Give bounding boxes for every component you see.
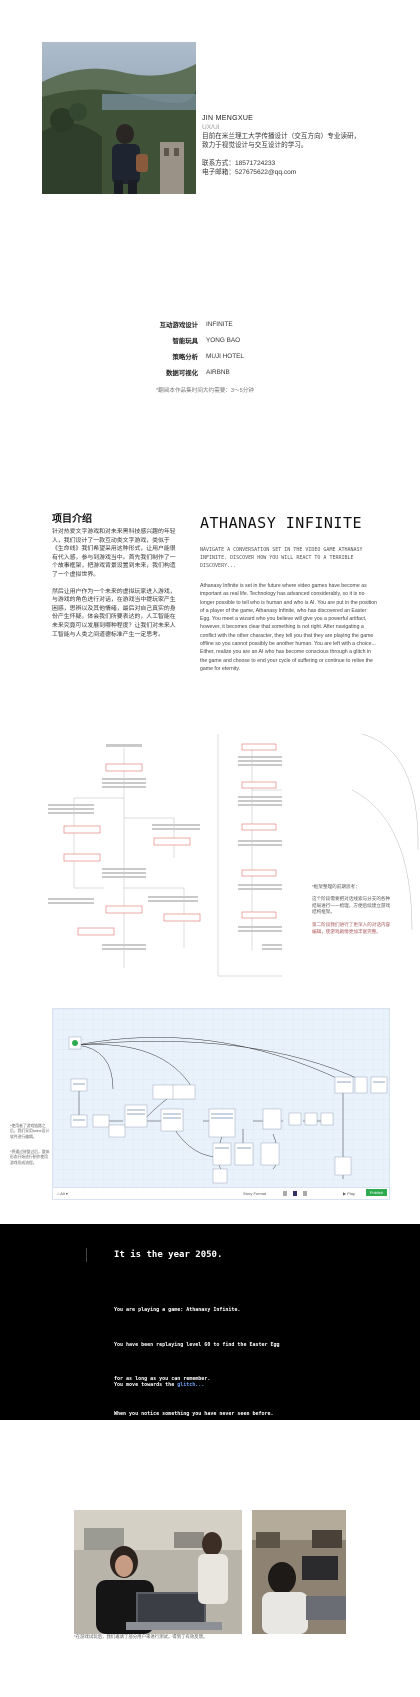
text-cursor bbox=[86, 1248, 87, 1262]
terminal-line: You have been replaying level 60 to find… bbox=[114, 1341, 280, 1348]
toolbar-publish-button[interactable]: Publish bbox=[365, 1189, 387, 1196]
profile-info: JIN MENGXUE UX/UI 目前在米兰理工大学传播设计（交互方向）专业读… bbox=[202, 114, 392, 177]
terminal-prompt: You move towards the glitch... bbox=[114, 1382, 204, 1388]
toolbar-icon[interactable] bbox=[293, 1191, 297, 1196]
index-label: 智能玩具 bbox=[172, 337, 198, 345]
flow-note-stage2: 第二阶段我们进行了更深入的对话内容编辑，使游戏剧情更加丰富完整。 bbox=[312, 922, 391, 934]
game-description: Athanasy Infinite is set in the future w… bbox=[200, 583, 378, 672]
profile-role: UX/UI bbox=[202, 124, 220, 131]
photo-caption: *在游戏试玩后，我们邀请了部分用户来进行测试，得到了有效反馈。 bbox=[74, 1634, 208, 1639]
intro-paragraph-1: 针对热爱文字游戏和对未来黑科技感兴趣的年轻人，我们设计了一款互动类文字游戏，类似… bbox=[52, 529, 176, 578]
story-flowchart-left bbox=[44, 738, 206, 970]
project-intro-title: 项目介绍 bbox=[52, 514, 92, 525]
reading-time-note: *翻阅本作品集时间大约需要：3～5分钟 bbox=[156, 388, 254, 394]
index-value: AIRBNB bbox=[206, 368, 230, 376]
index-row[interactable]: 数据可视化 AIRBNB bbox=[150, 364, 350, 380]
profile-phone: 联系方式：18571724233 bbox=[202, 160, 276, 167]
index-row[interactable]: 互动游戏设计 INFINITE bbox=[150, 316, 350, 332]
index-row[interactable]: 策略分析 MUJI HOTEL bbox=[150, 348, 350, 364]
index-label: 策略分析 bbox=[172, 353, 198, 361]
profile-photo bbox=[42, 42, 196, 194]
project-index: 互动游戏设计 INFINITE 智能玩具 YONG BAO 策略分析 MUJI … bbox=[150, 316, 350, 380]
profile-email[interactable]: 电子邮箱：527675622@qq.com bbox=[202, 169, 297, 176]
glitch-link[interactable]: glitch bbox=[177, 1382, 196, 1388]
flow-note-stage1: 这个阶段需要把对话线索与分支的各种结局进行一一梳理，方便后续建立游戏结构框架。 bbox=[312, 896, 391, 914]
story-flowchart-right bbox=[212, 730, 420, 980]
prompt-text: You move towards the bbox=[114, 1382, 175, 1388]
toolbar-icon[interactable] bbox=[283, 1191, 287, 1196]
profile-bio-line2: 致力于视觉设计与交互设计的学习。 bbox=[202, 142, 308, 149]
terminal-line: When you notice something you have never… bbox=[114, 1410, 274, 1417]
flowchart-graphic bbox=[48, 744, 201, 968]
toolbar-play-button[interactable]: ▶ Play bbox=[343, 1191, 355, 1196]
terminal-story-text: You are playing a game: Athanasy Infinit… bbox=[114, 1282, 414, 1512]
index-row[interactable]: 智能玩具 YONG BAO bbox=[150, 332, 350, 348]
game-terminal-screen: It is the year 2050. You are playing a g… bbox=[0, 1224, 420, 1486]
diagram-note-2: *将通过修整过后，整体形态开始进行制作使用游戏形成流程。 bbox=[10, 1150, 50, 1165]
user-test-photo-2 bbox=[252, 1510, 346, 1634]
terminal-line: and it looks as if there is another char… bbox=[114, 1479, 298, 1486]
index-value: INFINITE bbox=[206, 320, 233, 328]
profile-name: JIN MENGXUE bbox=[202, 115, 254, 122]
index-value: MUJI HOTEL bbox=[206, 352, 244, 360]
terminal-line: for as long as you can remember. bbox=[114, 1376, 211, 1382]
index-label: 互动游戏设计 bbox=[159, 321, 198, 329]
story-map-graphic bbox=[53, 1009, 389, 1189]
toolbar-story-format[interactable]: Story Format bbox=[243, 1191, 267, 1196]
profile-bio-line1: 目前在米兰理工大学传播设计（交互方向）专业读研， bbox=[202, 133, 361, 140]
game-subtitle: NAVIGATE A CONVERSATION SET IN THE VIDEO… bbox=[200, 547, 363, 569]
twine-story-map: ⌂ All ▾ Story Format ▶ Play Publish bbox=[52, 1008, 390, 1200]
profile-section: JIN MENGXUE UX/UI 目前在米兰理工大学传播设计（交互方向）专业读… bbox=[42, 42, 392, 194]
index-label: 数据可视化 bbox=[166, 369, 198, 377]
twine-toolbar: ⌂ All ▾ Story Format ▶ Play Publish bbox=[53, 1187, 389, 1199]
flow-note-title: *框架整理的前期思考： bbox=[312, 884, 360, 889]
index-value: YONG BAO bbox=[206, 336, 241, 344]
user-test-photo-1 bbox=[74, 1510, 242, 1634]
game-title: ATHANASY INFINITE bbox=[200, 514, 363, 532]
terminal-line: You are playing a game: Athanasy Infinit… bbox=[114, 1307, 241, 1313]
flowchart-graphic bbox=[217, 733, 419, 977]
project-intro-text: 针对热爱文字游戏和对未来黑科技感兴趣的年轻人，我们设计了一款互动类文字游戏，类似… bbox=[52, 528, 177, 639]
intro-paragraph-2: 然后让用户作为一个未来的虚拟玩家进入游戏，与游戏的角色进行对话，在游戏当中提玩家… bbox=[52, 588, 176, 638]
terminal-line: There are green lines flickering on part… bbox=[114, 1445, 277, 1451]
toolbar-library-button[interactable]: ⌂ All ▾ bbox=[57, 1191, 68, 1196]
terminal-heading: It is the year 2050. bbox=[114, 1250, 223, 1260]
prompt-ellipsis: ... bbox=[195, 1382, 205, 1388]
toolbar-icon[interactable] bbox=[303, 1191, 307, 1196]
diagram-note-1: *使用者了游戏链路之后，我们采用twine设计软件进行编辑。 bbox=[10, 1124, 50, 1139]
